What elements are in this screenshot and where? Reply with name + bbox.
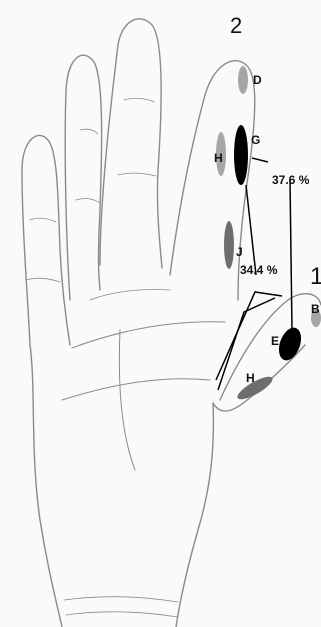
- region-label-h-index: H: [214, 151, 223, 165]
- region-g-oval: [234, 125, 248, 185]
- region-label-g: G: [251, 133, 260, 147]
- region-label-e: E: [271, 334, 279, 348]
- region-j-oval: [224, 221, 234, 269]
- region-label-d: D: [253, 73, 262, 87]
- region-label-j: J: [236, 245, 243, 259]
- region-d-oval: [238, 66, 248, 94]
- percentage-label-top: 37.6 %: [272, 173, 310, 187]
- connector-34-vertical: [246, 185, 256, 275]
- hand-outline: [22, 19, 321, 627]
- region-h-thumb-oval: [235, 373, 276, 403]
- region-e-oval: [275, 325, 305, 364]
- digit-label-1: 1: [310, 263, 321, 290]
- digit-label-2: 2: [230, 13, 242, 38]
- percentage-label-bottom: 34.4 %: [240, 263, 278, 277]
- region-label-b: B: [311, 302, 320, 316]
- connector-37-drop: [290, 180, 292, 330]
- connector-37-top: [252, 158, 268, 162]
- region-label-h-thumb: H: [246, 371, 255, 385]
